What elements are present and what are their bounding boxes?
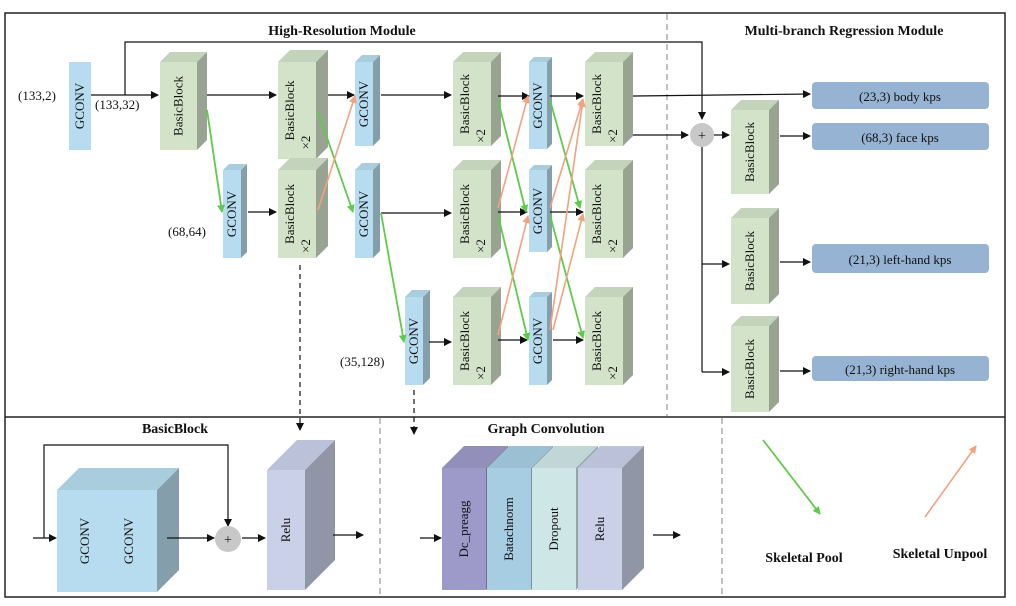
gconv-r2c1-block: GCONV [355, 163, 380, 258]
gconv-input-block: GCONV [69, 62, 91, 150]
gconv-r1c1-label: GCONV [356, 80, 371, 127]
gconv-r2c1-label: GCONV [356, 190, 371, 237]
gconv-r3c1-block: GCONV [405, 290, 430, 385]
high-resolution-title: High-Resolution Module [268, 24, 415, 39]
gconv-r2c0-label: GCONV [224, 190, 239, 237]
basicblock-x2-r1c3-label: BasicBlock [589, 74, 604, 134]
gconv-r1c2-label: GCONV [530, 82, 545, 129]
legend-pool-label: Skeletal Pool [765, 551, 842, 566]
basicblock-x2-r2c3-block: BasicBlock×2 [585, 160, 633, 258]
detail-relu-gc-block: Relu [578, 446, 644, 590]
basicblock-x2-r2c2-block: BasicBlock×2 [453, 160, 501, 258]
basicblock-x2-r3c3-times-label: ×2 [605, 366, 620, 380]
basicblock-x2-r2c3-label: BasicBlock [589, 184, 604, 244]
output-left-hand: (21,3) left-hand kps [812, 244, 989, 273]
basicblock-left-hand-block: BasicBlock [731, 208, 779, 304]
basicblock-x2-r1c3-times-label: ×2 [605, 129, 620, 143]
output-face: (68,3) face kps [812, 123, 989, 150]
basicblock-x2-r1c2-block: BasicBlock×2 [453, 52, 501, 146]
basicblock-x2-r2c2-label: BasicBlock [457, 184, 472, 244]
svg-text:(21,3) left-hand kps: (21,3) left-hand kps [849, 252, 952, 267]
branch1-dim-label: (133,32) [95, 97, 139, 112]
detail-gconv-2-label: GCONV [121, 517, 136, 564]
sum-node-basicblock-label: + [224, 533, 232, 548]
graph-convolution-title: Graph Convolution [487, 422, 604, 437]
svg-text:(23,3) body kps: (23,3) body kps [859, 89, 941, 104]
detail-gconv-2-block: GCONV [101, 468, 179, 592]
gconv-r2c2-block: GCONV [529, 165, 552, 252]
basicblock-x2-r2c2-times-label: ×2 [473, 239, 488, 253]
basicblock-body-face-label: BasicBlock [742, 122, 757, 182]
basicblock-1-label: BasicBlock [171, 76, 186, 136]
basicblock-1-block: BasicBlock [160, 52, 207, 150]
basicblock-title: BasicBlock [142, 422, 208, 437]
basicblock-x2-r1c1-block: BasicBlock×2 [278, 50, 328, 159]
basicblock-x2-r3c2-label: BasicBlock [457, 311, 472, 371]
detail-relu-block: Relu [267, 440, 335, 590]
basicblock-x2-r2c1-block: BasicBlock×2 [278, 158, 328, 258]
basicblock-x2-r2c3-times-label: ×2 [605, 239, 620, 253]
gconv-r2c0-block: GCONV [223, 164, 247, 258]
basicblock-x2-r3c3-block: BasicBlock×2 [585, 287, 633, 385]
detail-dropout-label: Dropout [546, 507, 561, 551]
sum-node-top [690, 123, 714, 147]
basicblock-right-hand-label: BasicBlock [742, 339, 757, 399]
branch3-dim-label: (35,128) [340, 354, 384, 369]
connections [91, 41, 811, 435]
sum-node-top-label: + [698, 129, 706, 144]
gconv-r3c2-block: GCONV [529, 292, 552, 385]
detail-gconv-1-label: GCONV [77, 517, 92, 564]
basicblock-x2-r3c3-label: BasicBlock [589, 311, 604, 371]
svg-text:(21,3) right-hand kps: (21,3) right-hand kps [845, 362, 955, 377]
gconv-r1c2-block: GCONV [529, 57, 552, 149]
detail-dc-preagg-label: Dc_preagg [456, 500, 471, 558]
svg-text:(68,3) face kps: (68,3) face kps [861, 130, 939, 145]
basicblock-x2-r1c1-times-label: ×2 [298, 136, 313, 150]
legend-unpool-arrow [924, 445, 977, 518]
basicblock-x2-r2c1-times-label: ×2 [298, 239, 313, 253]
outer-frame [4, 12, 1006, 598]
detail-relu-label: Relu [278, 517, 293, 542]
basicblock-x2-r1c3-block: BasicBlock×2 [585, 52, 633, 146]
detail-batchnorm-label: Batachnorm [501, 497, 516, 561]
legend-unpool-label: Skeletal Unpool [893, 547, 988, 562]
sum-node-basicblock [215, 526, 241, 552]
input-dim-label: (133,2) [18, 88, 56, 103]
basicblock-x2-r1c2-label: BasicBlock [457, 74, 472, 134]
basicblock-x2-r1c1-label: BasicBlock [282, 80, 297, 140]
basicblock-x2-r3c2-block: BasicBlock×2 [453, 287, 501, 385]
detail-relu-gc-label: Relu [592, 516, 607, 541]
multi-branch-title: Multi-branch Regression Module [745, 24, 944, 39]
gconv-r1c1-block: GCONV [355, 55, 380, 146]
basicblock-x2-r3c2-times-label: ×2 [473, 366, 488, 380]
gconv-input-label: GCONV [72, 82, 87, 129]
basicblock-right-hand-block: BasicBlock [731, 316, 779, 412]
basicblock-x2-r2c1-label: BasicBlock [282, 184, 297, 244]
output-body: (23,3) body kps [812, 82, 989, 109]
output-right-hand: (21,3) right-hand kps [812, 356, 989, 381]
basicblock-x2-r1c2-times-label: ×2 [473, 129, 488, 143]
gconv-r3c2-label: GCONV [530, 317, 545, 364]
basicblock-body-face-block: BasicBlock [731, 100, 779, 194]
gconv-r3c1-label: GCONV [406, 317, 421, 364]
legend-pool-arrow [762, 439, 821, 515]
basicblock-left-hand-label: BasicBlock [742, 231, 757, 291]
branch2-dim-label: (68,64) [168, 224, 206, 239]
gconv-r2c2-label: GCONV [530, 187, 545, 234]
